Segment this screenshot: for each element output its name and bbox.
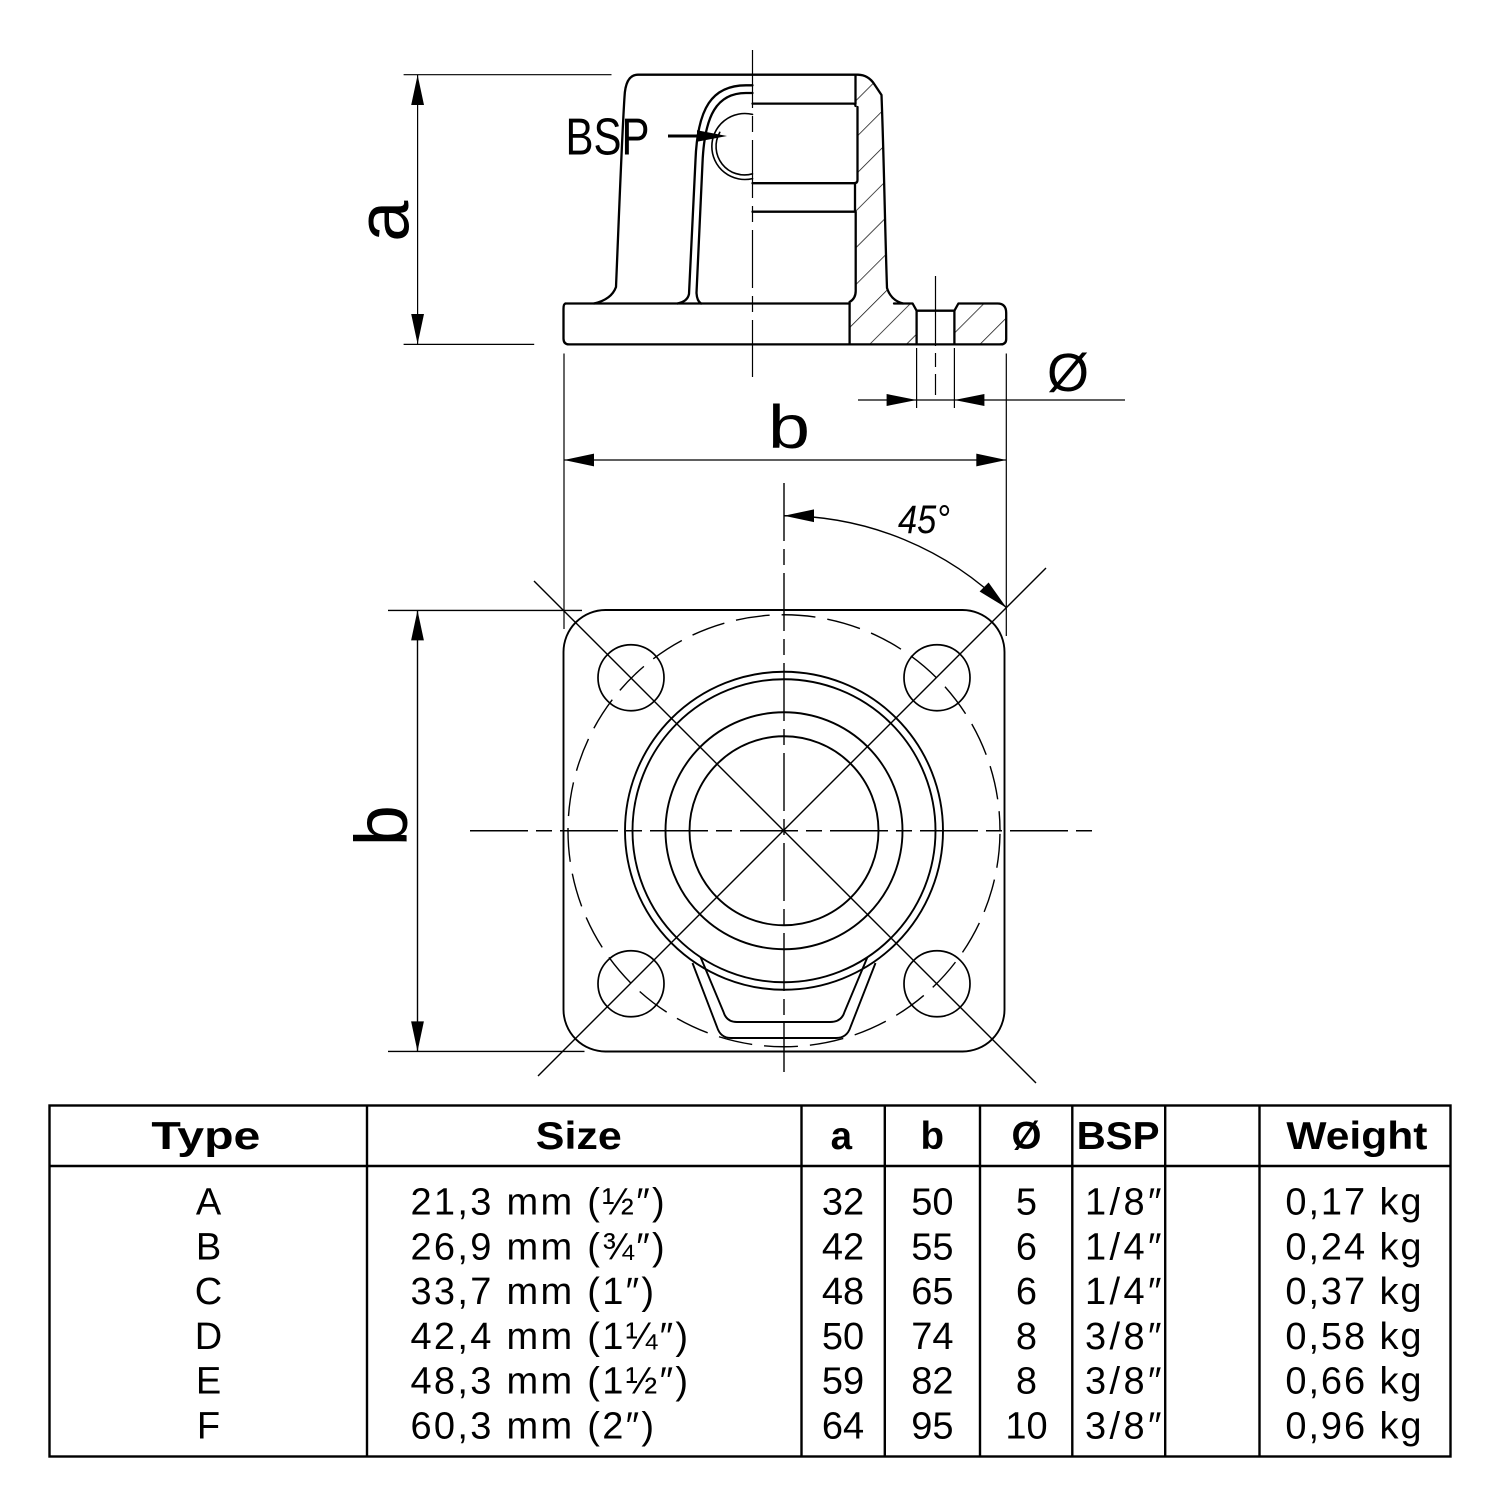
svg-text:0,96 kg: 0,96 kg bbox=[1285, 1406, 1423, 1448]
svg-text:Type: Type bbox=[151, 1115, 260, 1158]
svg-text:59: 59 bbox=[822, 1361, 864, 1403]
svg-text:a: a bbox=[831, 1115, 853, 1158]
svg-text:D: D bbox=[195, 1316, 222, 1358]
svg-text:10: 10 bbox=[1005, 1406, 1047, 1448]
svg-text:3/8″: 3/8″ bbox=[1085, 1406, 1165, 1448]
svg-text:b: b bbox=[768, 393, 810, 461]
svg-text:48,3 mm (1½″): 48,3 mm (1½″) bbox=[411, 1361, 691, 1403]
svg-text:32: 32 bbox=[822, 1182, 864, 1224]
svg-text:26,9 mm (¾″): 26,9 mm (¾″) bbox=[411, 1226, 667, 1268]
svg-text:b: b bbox=[921, 1115, 945, 1158]
svg-text:Ø: Ø bbox=[1047, 343, 1089, 403]
svg-text:Weight: Weight bbox=[1286, 1115, 1427, 1158]
svg-text:8: 8 bbox=[1016, 1316, 1037, 1358]
svg-text:1/4″: 1/4″ bbox=[1085, 1271, 1165, 1313]
svg-text:BSP: BSP bbox=[1077, 1115, 1160, 1158]
svg-text:1/8″: 1/8″ bbox=[1085, 1182, 1165, 1224]
svg-text:B: B bbox=[196, 1226, 221, 1268]
svg-text:50: 50 bbox=[911, 1182, 953, 1224]
svg-text:42,4 mm (1¼″): 42,4 mm (1¼″) bbox=[411, 1316, 691, 1358]
svg-text:5: 5 bbox=[1016, 1182, 1037, 1224]
svg-text:F: F bbox=[197, 1406, 220, 1448]
svg-text:0,58 kg: 0,58 kg bbox=[1285, 1316, 1423, 1358]
svg-text:0,66 kg: 0,66 kg bbox=[1285, 1361, 1423, 1403]
svg-text:33,7 mm (1″): 33,7 mm (1″) bbox=[411, 1271, 657, 1313]
svg-text:0,17 kg: 0,17 kg bbox=[1285, 1182, 1423, 1224]
svg-text:95: 95 bbox=[911, 1406, 953, 1448]
svg-text:Ø: Ø bbox=[1012, 1115, 1042, 1158]
svg-text:A: A bbox=[196, 1182, 222, 1224]
svg-text:50: 50 bbox=[822, 1316, 864, 1358]
svg-text:21,3 mm (½″): 21,3 mm (½″) bbox=[411, 1182, 667, 1224]
svg-text:60,3 mm (2″): 60,3 mm (2″) bbox=[411, 1406, 657, 1448]
svg-text:3/8″: 3/8″ bbox=[1085, 1316, 1165, 1358]
svg-text:6: 6 bbox=[1016, 1271, 1037, 1313]
svg-text:65: 65 bbox=[911, 1271, 953, 1313]
svg-text:b: b bbox=[340, 805, 423, 846]
svg-text:3/8″: 3/8″ bbox=[1085, 1361, 1165, 1403]
svg-text:1/4″: 1/4″ bbox=[1085, 1226, 1165, 1268]
svg-text:48: 48 bbox=[822, 1271, 864, 1313]
svg-text:42: 42 bbox=[822, 1226, 864, 1268]
svg-text:0,24 kg: 0,24 kg bbox=[1285, 1226, 1423, 1268]
svg-text:0,37 kg: 0,37 kg bbox=[1285, 1271, 1423, 1313]
svg-text:64: 64 bbox=[822, 1406, 864, 1448]
svg-text:BSP: BSP bbox=[566, 109, 650, 167]
svg-text:Size: Size bbox=[536, 1115, 622, 1158]
svg-text:E: E bbox=[196, 1361, 221, 1403]
svg-text:45°: 45° bbox=[898, 498, 950, 542]
svg-text:55: 55 bbox=[911, 1226, 953, 1268]
svg-text:74: 74 bbox=[911, 1316, 953, 1358]
svg-text:82: 82 bbox=[911, 1361, 953, 1403]
svg-text:a: a bbox=[342, 200, 425, 242]
svg-text:8: 8 bbox=[1016, 1361, 1037, 1403]
svg-text:6: 6 bbox=[1016, 1226, 1037, 1268]
svg-text:C: C bbox=[195, 1271, 222, 1313]
